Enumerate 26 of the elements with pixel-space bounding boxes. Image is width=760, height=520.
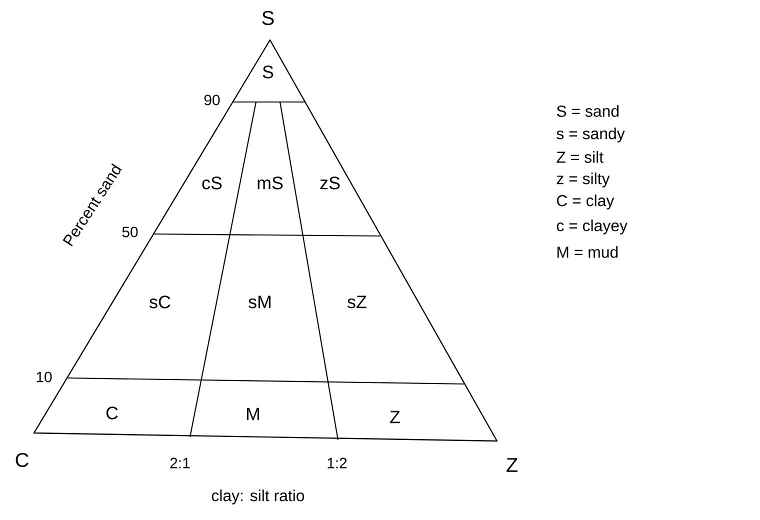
key-entry: C = clay bbox=[557, 194, 614, 210]
region-label: Z bbox=[390, 410, 400, 424]
key-entry: M = mud bbox=[558, 246, 618, 258]
region-label: mS bbox=[258, 176, 283, 190]
key-entry: c = clayey bbox=[556, 220, 628, 234]
tick-label: 50 bbox=[122, 226, 138, 238]
region-label: zS bbox=[320, 176, 340, 190]
region-label: sC bbox=[150, 296, 170, 308]
key-entry: S = sand bbox=[556, 105, 619, 117]
tick-label: 2:1 bbox=[170, 458, 190, 468]
vertex-label: C bbox=[16, 452, 28, 468]
key-entry: Z = silt bbox=[556, 151, 604, 163]
region-label: cS bbox=[202, 176, 222, 190]
vertex-label: Z bbox=[506, 458, 518, 472]
region-label: C bbox=[106, 406, 118, 420]
tick-label: 90 bbox=[204, 94, 220, 106]
key-entry: z = silty bbox=[556, 172, 610, 188]
region-label: sZ bbox=[348, 296, 366, 308]
key-entry: s = sandy bbox=[556, 128, 625, 142]
region-label: M bbox=[247, 408, 259, 420]
vertex-label: S bbox=[262, 10, 274, 26]
axis-title: clay: silt ratio bbox=[212, 490, 304, 504]
region-label: S bbox=[262, 66, 274, 78]
region-label: sM bbox=[248, 296, 270, 308]
tick-label: 1:2 bbox=[328, 458, 347, 468]
tick-label: 10 bbox=[36, 372, 52, 382]
